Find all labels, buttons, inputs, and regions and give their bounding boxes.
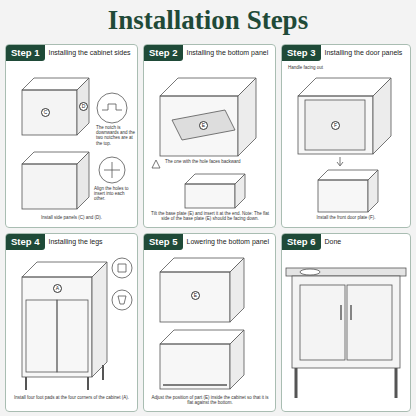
step-header: Step 3 Installing the door panels: [282, 45, 410, 61]
part-letter: F: [331, 121, 340, 130]
cabinet-body: [292, 276, 400, 368]
cabinet-side: [373, 78, 391, 154]
panel-ground: [143, 44, 276, 228]
step-title: Installing the door panels: [325, 49, 406, 57]
cabinet-front: [160, 344, 230, 389]
part-letter: E: [191, 291, 200, 300]
cabinet-front: [160, 96, 238, 156]
panel-ground: [5, 233, 138, 412]
zoom-circle: [97, 93, 127, 123]
page-title: Installation Steps: [0, 3, 416, 37]
step-header: Step 2 Installing the bottom panel: [144, 45, 275, 61]
cabinet-side: [368, 170, 378, 212]
step-title: Installing the cabinet sides: [49, 49, 134, 57]
note-text: The notch is downwards and the two notch…: [96, 125, 136, 146]
notch-detail: [102, 104, 122, 110]
cabinet-side: [230, 258, 244, 322]
door-plate: [305, 100, 365, 150]
panel-ground: [5, 44, 138, 228]
cabinet-top: [160, 258, 244, 272]
door: [300, 285, 345, 360]
zoom-circle: [112, 290, 132, 310]
step-panel: Step 5 Lowering the bottom panel: [143, 233, 276, 412]
part-letter: C: [41, 108, 50, 117]
handle: [341, 305, 351, 320]
foot-pad: [118, 264, 126, 304]
step-tab: Step 2: [144, 45, 183, 61]
part-letter: E: [199, 121, 208, 130]
cabinet-side: [92, 262, 107, 377]
step-panel: Step 3 Installing the door panels: [281, 44, 411, 228]
note-text: Install the front door plate (F).: [286, 215, 406, 220]
door: [26, 300, 57, 372]
cabinet-front: [185, 184, 235, 208]
part-letter: A: [53, 284, 62, 293]
cabinet-front: [318, 180, 368, 212]
note-text: Align the holes to insert into each othe…: [94, 186, 136, 202]
step-header: Step 4 Installing the legs: [6, 234, 137, 250]
step-panel: Step 6 Done: [281, 233, 411, 412]
step-tab: Step 3: [282, 45, 321, 61]
step-title: Installing the bottom panel: [187, 49, 272, 57]
step-tab: Step 1: [6, 45, 45, 61]
note-text: Tilt the base plate (E) and insert it at…: [148, 211, 272, 221]
note-text: Install side panels (C) and (D).: [12, 215, 131, 220]
cabinet-side: [235, 174, 245, 208]
step-panel: Step 4 Installing the legs: [5, 233, 138, 412]
step-tab: Step 4: [6, 234, 45, 250]
step-panel: Step 2 Installing the bottom panel: [143, 44, 276, 228]
step-header: Step 6 Done: [282, 234, 410, 250]
box-side: [77, 152, 89, 209]
base-plate: [163, 384, 227, 386]
step-header: Step 5 Lowering the bottom panel: [144, 234, 275, 250]
note-text: Handle facing out: [288, 65, 348, 70]
cabinet-front: [298, 96, 373, 154]
cabinet-front: [22, 277, 92, 377]
side-panel: [22, 90, 77, 135]
base-plate: [172, 110, 235, 140]
door: [57, 300, 88, 372]
warning-sign: [152, 160, 160, 168]
basin: [300, 269, 320, 275]
panel-ground: [281, 44, 411, 228]
step-header: Step 1 Installing the cabinet sides: [6, 45, 137, 61]
step-title: Lowering the bottom panel: [187, 238, 273, 246]
zoom-circle: [112, 258, 132, 278]
note-text: The one with the hole faces backward: [165, 159, 245, 164]
step-tab: Step 6: [282, 234, 321, 250]
panel-ground: [143, 233, 276, 412]
note-text: Adjust the position of part (E) inside t…: [148, 395, 272, 405]
cabinet-side: [238, 78, 256, 156]
hole-detail: [104, 162, 120, 178]
box-side: [77, 78, 89, 135]
door: [347, 285, 392, 360]
leg: [296, 368, 396, 398]
cabinet-top: [160, 330, 244, 344]
leg: [26, 365, 103, 390]
step-title: Done: [325, 238, 345, 246]
countertop: [286, 268, 406, 276]
cabinet-front: [160, 272, 230, 322]
zoom-circle: [99, 157, 125, 183]
part-letter: D: [79, 102, 88, 111]
panel-ground: [281, 233, 411, 412]
note-text: Install four foot pads at the four corne…: [10, 395, 133, 400]
down-arrow: [337, 157, 343, 166]
step-title: Installing the legs: [49, 238, 106, 246]
cabinet-side: [230, 330, 244, 389]
side-panel: [22, 164, 77, 209]
step-tab: Step 5: [144, 234, 183, 250]
